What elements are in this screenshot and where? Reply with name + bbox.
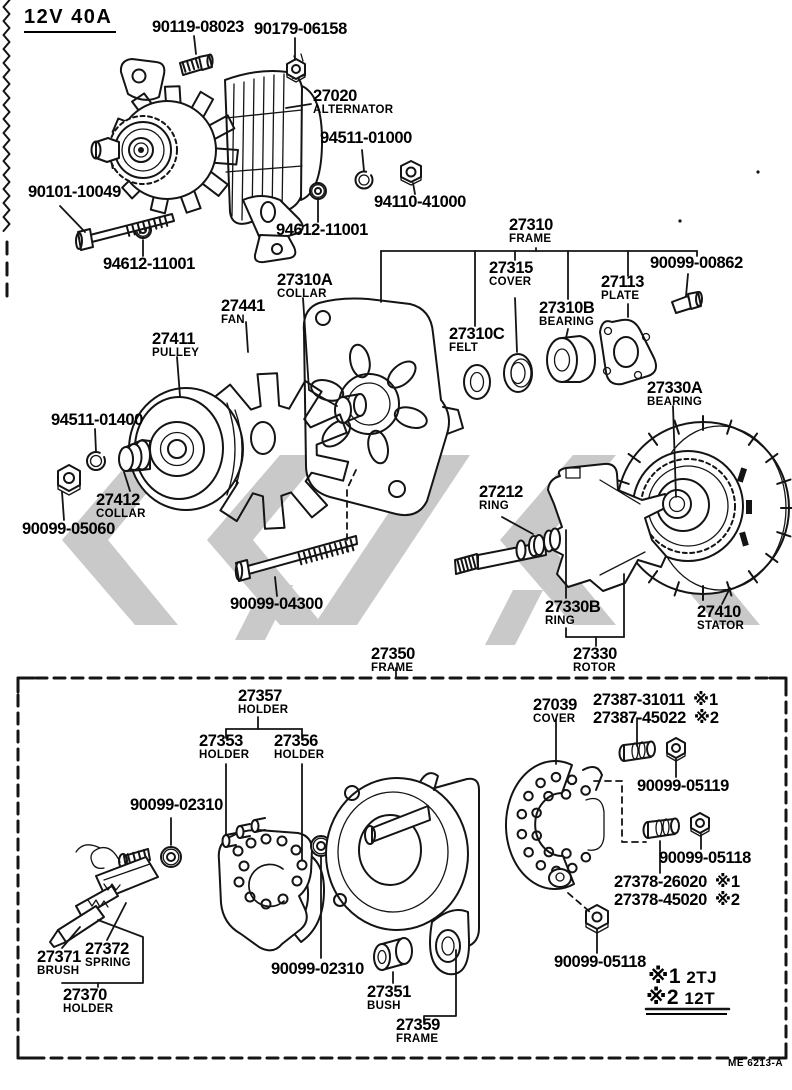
bush-drawing [373, 937, 413, 971]
spec-label: 12V 40A [24, 6, 117, 33]
note-ref-1: ※1 2TJ [648, 965, 718, 988]
label-90179-06158: 90179-06158 [254, 20, 347, 38]
insulator-bolt-27387-drawing [618, 740, 656, 762]
label-90099-05118-bottom: 90099-05118 [554, 953, 646, 971]
label-94511-01400: 94511-01400 [51, 411, 143, 429]
label-90099-05119: 90099-05119 [637, 777, 729, 795]
brush-holder-assembly-drawing [49, 844, 159, 948]
rectifier-holder-drawing [217, 817, 325, 952]
retainer-plate-27113-drawing [599, 318, 657, 386]
leader-lines [59, 35, 731, 1023]
felt-ring-27310C-drawing [463, 364, 491, 400]
through-bolt-90101-drawing [75, 213, 175, 251]
rotor-drawing [546, 462, 670, 592]
label-90099-00862: 90099-00862 [650, 254, 743, 272]
label-90099-05060: 90099-05060 [22, 520, 115, 538]
label-90099-02310-bottom: 90099-02310 [271, 960, 364, 978]
label-94612-11001-right: 94612-11001 [276, 221, 368, 239]
label-27387-45022: 27387-45022※2 [593, 709, 720, 727]
note-ref-2: ※2 12T [646, 985, 728, 1015]
label-27378-26020: 27378-26020※1 [614, 873, 741, 891]
nut-05119-drawing [666, 737, 686, 762]
alternator-assembly-drawing [90, 53, 324, 264]
slip-ring-drawing [515, 527, 561, 561]
label-90119-08023: 90119-08023 [152, 18, 244, 36]
nut-90099-05060-drawing [57, 464, 81, 496]
label-90101-10049: 90101-10049 [28, 183, 121, 201]
rear-bearing-27330A-drawing [662, 489, 692, 519]
nut-05118-right-drawing [690, 812, 710, 837]
pulley-drawing [128, 387, 244, 511]
collar-27412-drawing [118, 439, 151, 472]
label-27387-31011: 27387-31011※1 [593, 691, 719, 709]
label-90099-05118-right: 90099-05118 [659, 849, 751, 867]
through-bolt-90099-04300-drawing [234, 535, 358, 582]
label-90099-04300: 90099-04300 [230, 595, 323, 613]
label-94612-11001-left: 94612-11001 [103, 255, 195, 273]
nut-90179-drawing [286, 58, 306, 83]
rear-cover-drawing [504, 760, 605, 891]
washer-94612-right-drawing [309, 182, 327, 200]
page-edge [2, 0, 11, 304]
label-94511-01000: 94511-01000 [320, 129, 412, 147]
washer-02310-left-drawing [160, 846, 182, 868]
label-27378-45020: 27378-45020※2 [614, 891, 741, 909]
bearing-cover-27315-drawing [503, 353, 533, 393]
section-box [16, 676, 788, 1060]
mount-bolt-90119-drawing [179, 53, 214, 76]
insulator-bolt-27378-drawing [642, 817, 680, 839]
label-90099-02310-left: 90099-02310 [130, 796, 223, 814]
snap-ring-94511-01000-drawing [354, 170, 374, 190]
nut-05118-bottom-drawing [585, 904, 609, 934]
label-94110-41000: 94110-41000 [374, 193, 466, 211]
drawing-code: ME 6213-A [728, 1058, 784, 1069]
nut-94110-drawing [400, 160, 422, 186]
snap-ring-94511-01400-drawing [86, 451, 106, 471]
front-bearing-27310B-drawing [546, 335, 596, 383]
rear-frame-drawing [325, 772, 480, 976]
screw-90099-00862-drawing [671, 291, 703, 314]
